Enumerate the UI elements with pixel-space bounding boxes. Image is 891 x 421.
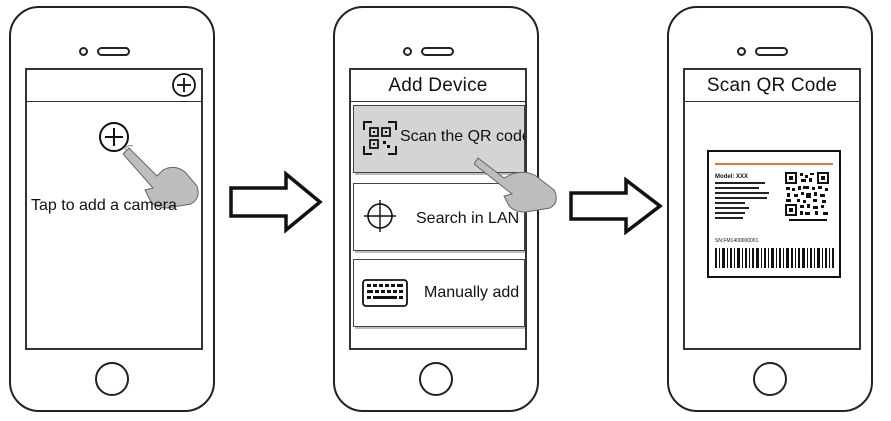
front-camera-dot [403, 47, 412, 56]
top-bar: Scan QR Code [685, 70, 859, 102]
instruction-text: Tap to add a camera [31, 197, 177, 214]
top-bar [27, 70, 201, 102]
crosshair-icon [364, 200, 396, 232]
top-bar: Add Device [351, 70, 525, 102]
label-accent-line [715, 163, 833, 165]
front-camera-dot [737, 47, 746, 56]
next-step-arrow-2 [569, 176, 663, 236]
speaker-slot [755, 47, 788, 56]
add-camera-plus-icon[interactable] [171, 72, 197, 98]
home-button [753, 362, 787, 396]
search-lan-label: Search in LAN [416, 210, 520, 227]
search-lan-option[interactable]: Search in LAN [353, 183, 525, 251]
speaker-slot [421, 47, 454, 56]
keyboard-icon [362, 279, 408, 307]
phone-step-1: Tap to add a camera [9, 6, 215, 412]
next-step-arrow-1 [229, 170, 323, 234]
add-device-screen: Add Device Scan the QR code Se [349, 68, 527, 350]
barcode-image [715, 248, 834, 268]
device-label-card: Model: XXX [707, 150, 841, 278]
phone-step-2: Add Device Scan the QR code Se [333, 6, 539, 412]
phone-step-3: Scan QR Code Model: XXX [667, 6, 873, 412]
manually-add-option[interactable]: Manually add [353, 259, 525, 327]
scan-qr-option[interactable]: Scan the QR code [353, 105, 525, 173]
home-screen: Tap to add a camera [25, 68, 203, 350]
speaker-slot [97, 47, 130, 56]
scan-qr-screen: Scan QR Code Model: XXX [683, 68, 861, 350]
home-button [419, 362, 453, 396]
screen-title: Scan QR Code [706, 75, 838, 96]
front-camera-dot [79, 47, 88, 56]
qr-code-image [785, 172, 829, 221]
label-model-text: Model: XXX [715, 174, 749, 180]
tapping-hand-icon [474, 157, 557, 213]
label-serial-text: SN:FM1400000001 [715, 238, 759, 244]
add-camera-plus-icon-enlarged [99, 122, 129, 152]
label-details-text-block [715, 182, 769, 219]
qr-scan-icon [363, 121, 397, 155]
tapping-hand-icon [123, 145, 199, 209]
home-button [95, 362, 129, 396]
scan-qr-label: Scan the QR code [400, 128, 527, 145]
screen-title: Add Device [388, 75, 488, 96]
manually-add-label: Manually add [424, 284, 520, 301]
